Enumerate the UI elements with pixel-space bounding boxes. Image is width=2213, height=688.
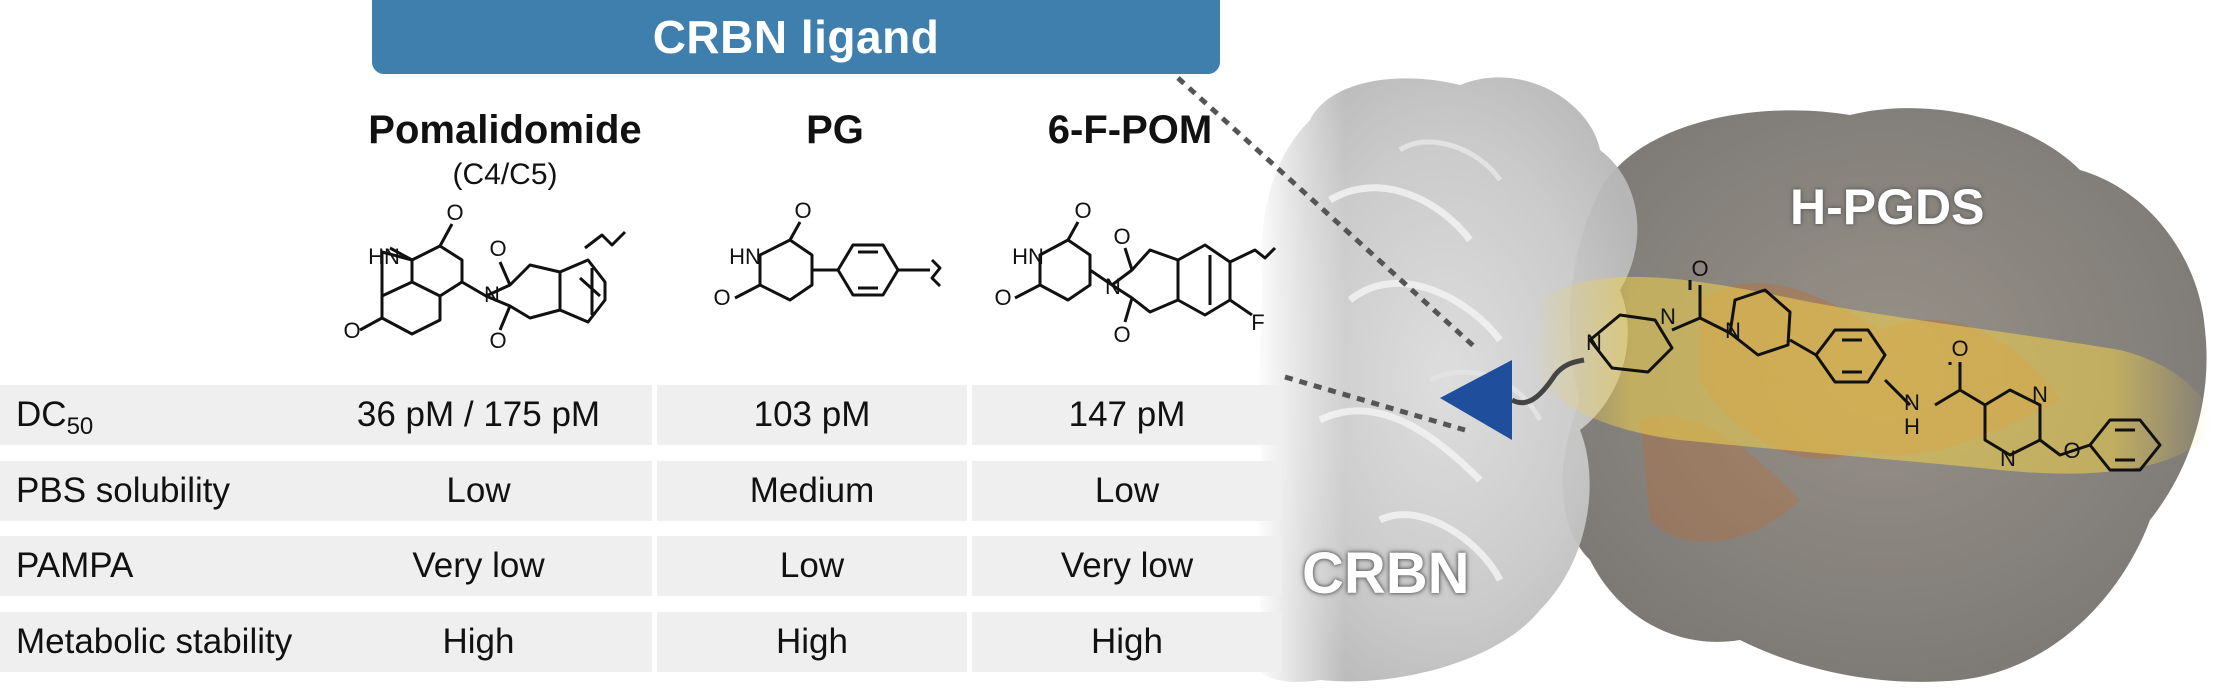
row-label-dc50-sub: 50 [66,413,94,440]
ligand-atom-o1: O [1691,256,1708,281]
fpom-atom-o4: O [1113,322,1130,347]
ligand-atom-nh-h: H [1904,414,1920,439]
pg-atom-o1: O [794,198,811,223]
fpom-atom-hn: HN [1012,244,1044,269]
fpom-atom-o1: O [1074,198,1091,223]
ligand-atom-o2: O [1951,336,1968,361]
pomalidomide-structure [359,223,627,336]
pom-atom-o1: O [446,200,463,225]
ligand-atom-n5: N [2000,446,2016,471]
6-f-pom-structure [1014,221,1277,323]
ligand-atom-o3: O [2063,438,2080,463]
column-note-pomalidomide: (C4/C5) [452,158,558,191]
pom-atom-o4: O [489,328,506,353]
ligand-atom-n1: N [1586,330,1602,355]
fpom-atom-o3: O [1113,224,1130,249]
ligand-atom-n3: N [1725,318,1741,343]
protein-label-crbn: CRBN [1302,541,1470,606]
column-heading-pomalidomide: Pomalidomide [368,108,642,152]
row-label-dc50: DC50 [0,385,652,445]
crbn-ligand-triangle [1440,360,1512,440]
crbn-ligand-banner: CRBN ligand [372,0,1220,74]
pg-structure [734,221,942,302]
ligand-atom-n2: N [1660,304,1676,329]
cell-dc50-pomalidomide: 36 pM / 175 pM [356,395,601,434]
cell-dc50-6-f-pom: 147 pM [972,385,1282,445]
cell-pbs-pg: Medium [657,461,967,521]
pom-atom-o2: O [343,318,360,343]
ligand-atom-nh-n: N [1904,390,1920,415]
row-label-dc50-main: DC [16,395,67,434]
cell-metabolic-pg: High [657,612,967,672]
row-label-pampa: PAMPA [0,536,652,596]
cell-metabolic-6-f-pom: High [972,612,1282,672]
fpom-atom-f: F [1251,310,1264,335]
cell-pampa-pomalidomide: Very low [412,546,545,585]
cell-pbs-6-f-pom: Low [972,461,1282,521]
cell-dc50-pg: 103 pM [657,385,967,445]
fpom-atom-n: N [1105,274,1121,299]
cell-pampa-6-f-pom: Very low [972,536,1282,596]
banner-title: CRBN ligand [652,11,940,63]
pom-atom-o3: O [489,236,506,261]
pg-atom-hn: HN [729,244,761,269]
pom-atom-n: N [484,282,500,307]
ligand-atom-n4: N [2032,382,2048,407]
cell-pbs-pomalidomide: Low [446,471,511,510]
pg-atom-o2: O [713,285,730,310]
row-label-pbs-solubility: PBS solubility [0,461,652,521]
row-label-metabolic-stability: Metabolic stability [0,612,652,672]
column-heading-6-f-pom: 6-F-POM [1047,108,1213,152]
crbn-surface [1254,77,1638,682]
cell-pampa-pg: Low [657,536,967,596]
fpom-atom-o2: O [994,285,1011,310]
protein-label-hpgds: H-PGDS [1790,179,1985,235]
cell-metabolic-pomalidomide: High [442,622,515,661]
pom-atom-hn: HN [368,244,400,269]
linker-line [1510,357,1585,405]
h-pgds-ligand-structure [1588,280,2162,472]
column-heading-pg: PG [806,108,864,152]
